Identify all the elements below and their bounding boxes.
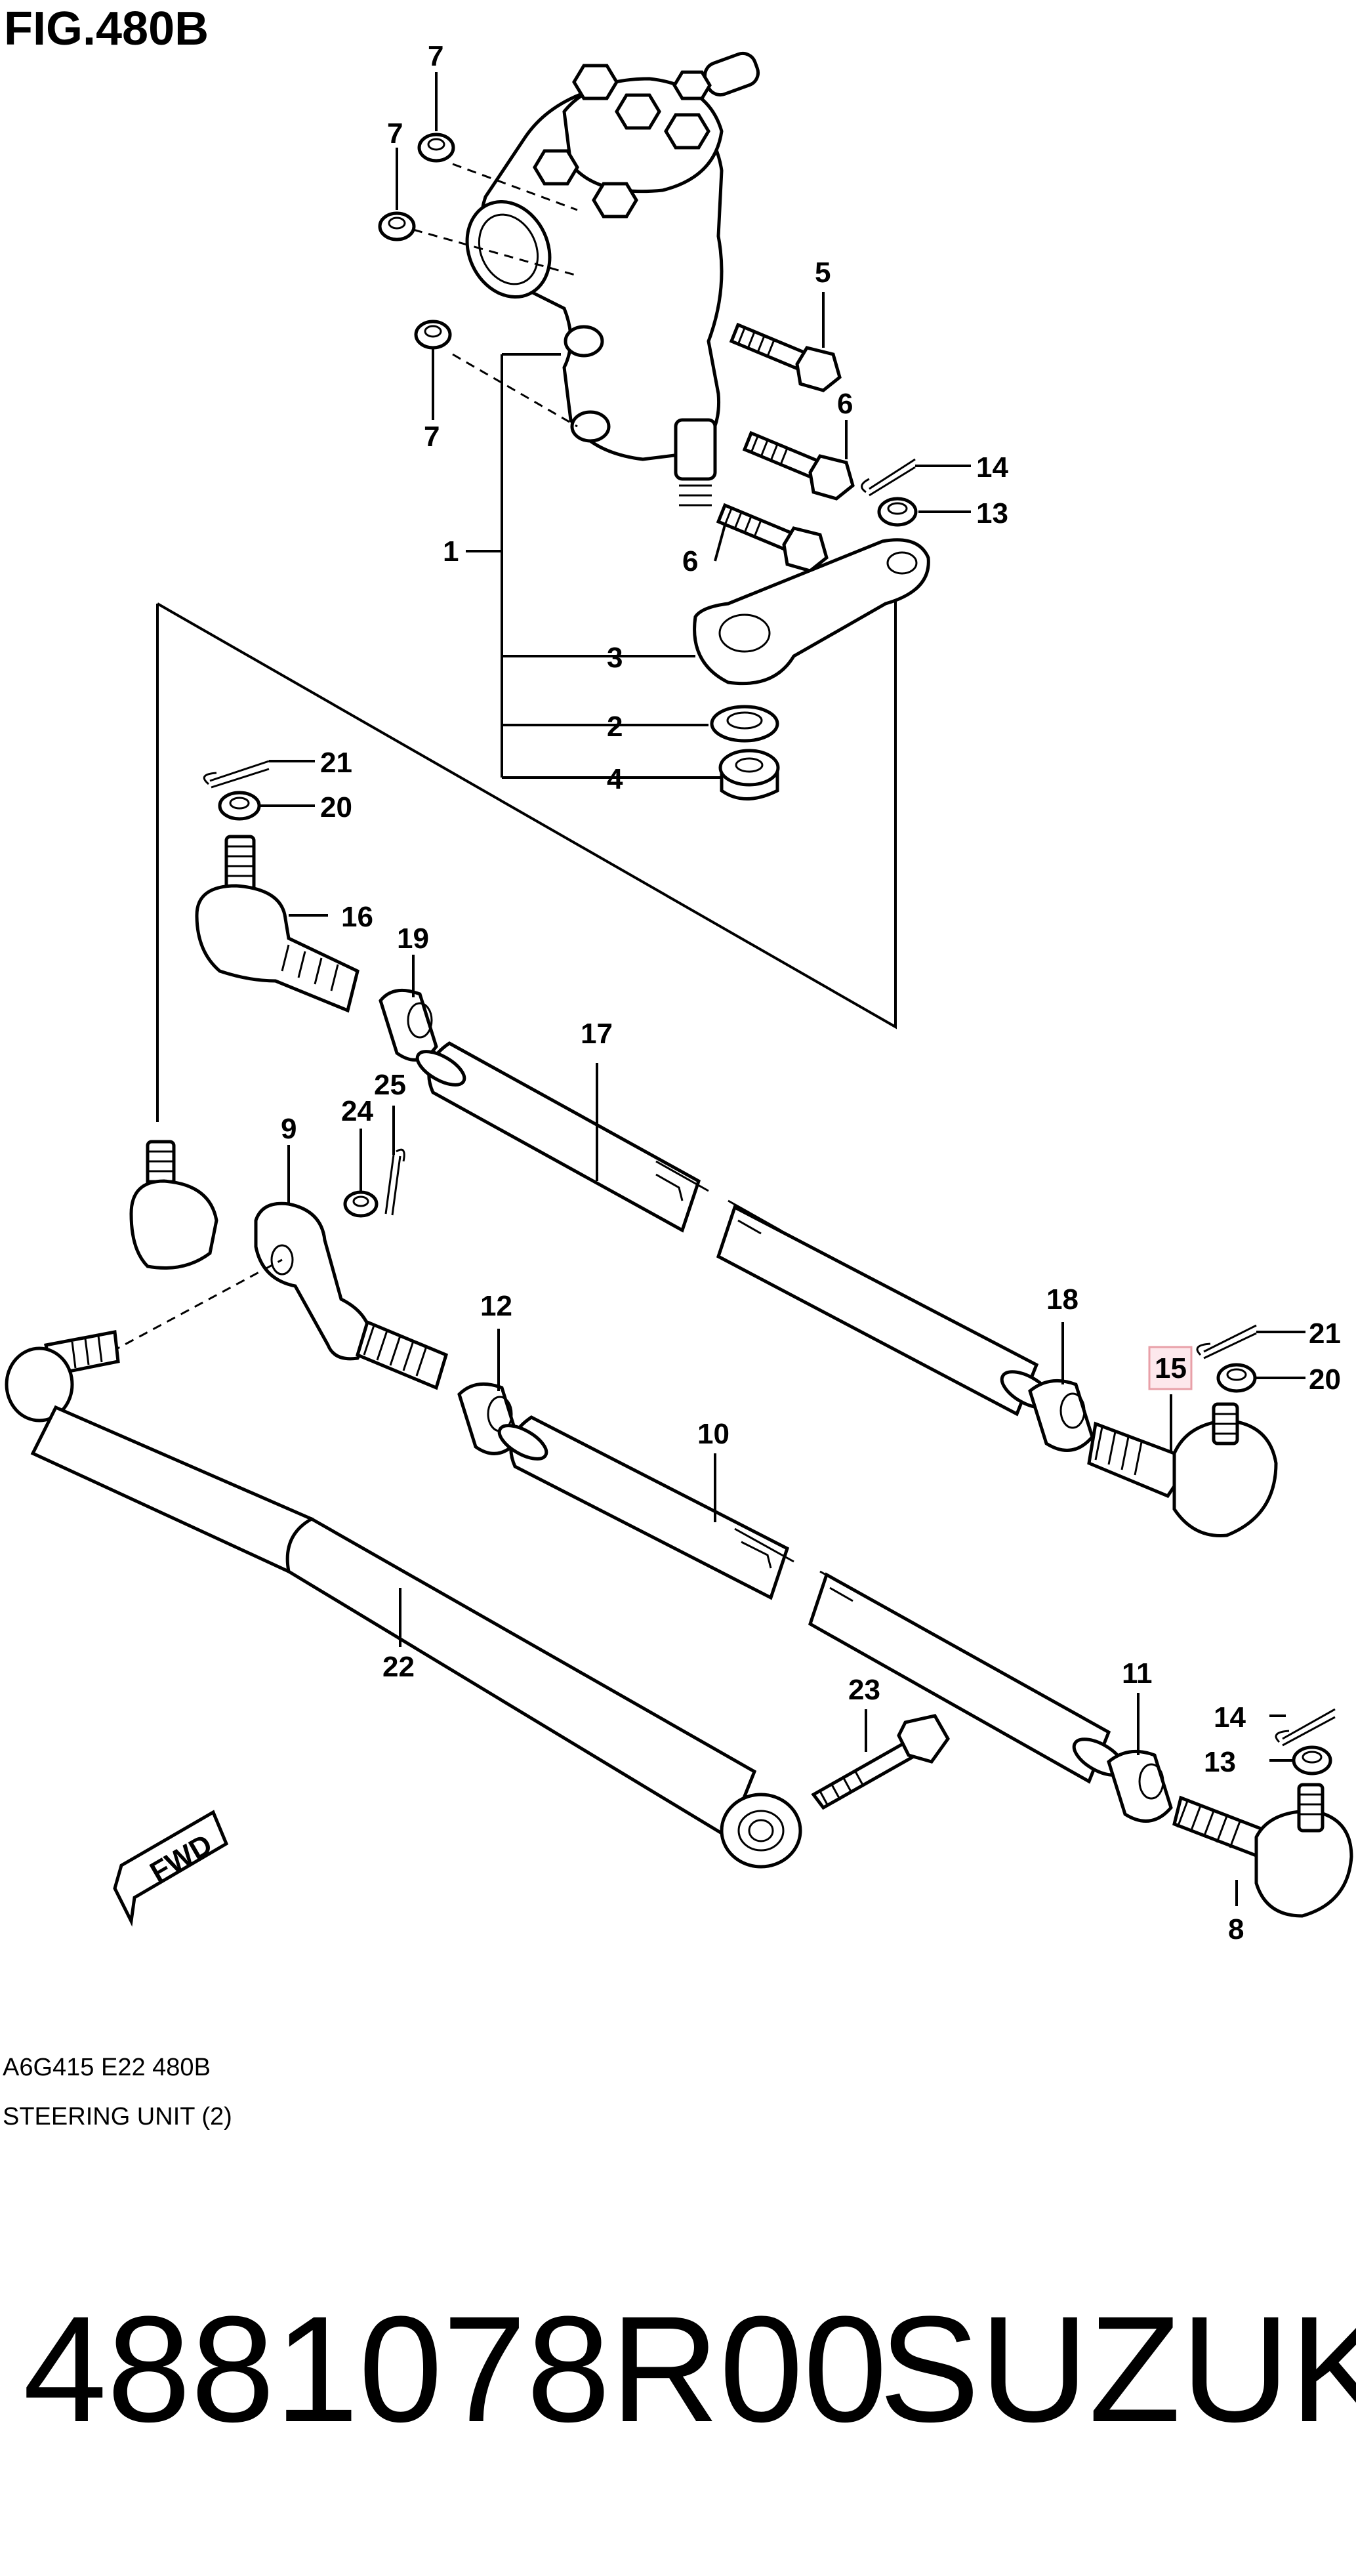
nut-18 <box>1028 1379 1094 1452</box>
nut-7-c <box>414 320 452 350</box>
callout-8: 8 <box>1228 1913 1244 1945</box>
lock-washer-2 <box>710 705 779 743</box>
bolt-6-b <box>716 503 829 573</box>
cotter-pin-21-b <box>1196 1324 1257 1360</box>
callout-1: 1 <box>443 535 459 568</box>
callout-16: 16 <box>341 901 373 933</box>
callout-12: 12 <box>480 1290 512 1322</box>
callout-21: 21 <box>320 747 352 779</box>
callout-10: 10 <box>697 1418 729 1450</box>
idler-arm-9 <box>254 1201 449 1390</box>
callout-13: 13 <box>976 497 1008 530</box>
callout-4: 4 <box>607 763 623 795</box>
nut-4 <box>718 749 780 800</box>
bolt-23 <box>811 1714 950 1810</box>
callout-3: 3 <box>607 642 623 674</box>
callout-9: 9 <box>281 1113 297 1145</box>
callout-20: 20 <box>320 791 352 823</box>
part-number: 4881078R00 <box>23 2285 887 2453</box>
steering-damper-22 <box>5 1330 802 1869</box>
callout-13: 13 <box>1204 1746 1236 1778</box>
figure-code: A6G415 E22 480B <box>3 2054 211 2081</box>
callout-6: 6 <box>837 388 853 420</box>
brand-name: SUZUKI <box>879 2285 1356 2453</box>
tie-rod-end-16 <box>195 835 360 1013</box>
castle-nut-24 <box>343 1190 379 1218</box>
callout-15: 15 <box>1155 1352 1187 1384</box>
callout-19: 19 <box>397 923 429 955</box>
callout-22: 22 <box>382 1651 415 1683</box>
callout-24: 24 <box>341 1095 373 1127</box>
nut-19 <box>379 988 438 1062</box>
figure-name: STEERING UNIT (2) <box>3 2103 232 2130</box>
callout-7: 7 <box>428 40 443 72</box>
castle-nut-20-a <box>218 791 261 821</box>
bolt-6-a <box>742 430 855 501</box>
callout-7: 7 <box>387 117 403 150</box>
forward-direction-arrow: FWD <box>113 1810 229 1927</box>
callout-5: 5 <box>815 257 831 289</box>
callout-20: 20 <box>1309 1363 1341 1396</box>
figure-title: FIG.480B <box>4 3 209 55</box>
castle-nut-20-b <box>1216 1363 1257 1393</box>
callout-25: 25 <box>374 1069 406 1101</box>
tie-rod-end-left <box>129 1140 218 1270</box>
callout-14: 14 <box>1214 1701 1246 1734</box>
callout-7: 7 <box>424 421 440 453</box>
adjusting-tube-10 <box>497 1415 1126 1784</box>
tie-rod-end-8 <box>1172 1783 1353 1918</box>
callout-11: 11 <box>1122 1657 1153 1690</box>
cover-bolts <box>533 64 712 218</box>
adjusting-tube-17 <box>415 1041 1054 1417</box>
pitman-arm-3 <box>693 538 930 686</box>
cotter-pin-14-a <box>861 458 916 497</box>
castle-nut-13-b <box>1292 1745 1332 1776</box>
assembly-frame-lines <box>156 600 897 1122</box>
callout-23: 23 <box>848 1674 880 1706</box>
callout-21: 21 <box>1309 1318 1341 1350</box>
bolt-5 <box>729 322 842 392</box>
callout-14: 14 <box>976 451 1008 484</box>
callout-labels: 7 7 7 5 6 14 13 1 6 3 2 4 21 20 16 19 17… <box>281 40 1341 1945</box>
callout-15-highlight <box>1148 1346 1193 1390</box>
callout-17: 17 <box>581 1018 613 1050</box>
steering-gear-box <box>413 51 760 507</box>
nut-7-a <box>417 133 455 163</box>
callout-18: 18 <box>1046 1283 1079 1316</box>
tie-rod-end-15 <box>1087 1402 1278 1537</box>
cotter-pin-21-a <box>203 760 270 789</box>
nut-11 <box>1107 1749 1173 1823</box>
castle-nut-13-a <box>877 497 918 527</box>
nut-7-b <box>378 211 416 241</box>
leader-lines <box>259 72 1305 1906</box>
callout-6: 6 <box>682 545 698 577</box>
cotter-pin-25 <box>384 1148 405 1216</box>
callout-2: 2 <box>607 711 623 743</box>
cotter-pin-14-b <box>1275 1708 1336 1747</box>
projection-line <box>111 1258 283 1353</box>
callout-1-bracket <box>466 353 722 779</box>
